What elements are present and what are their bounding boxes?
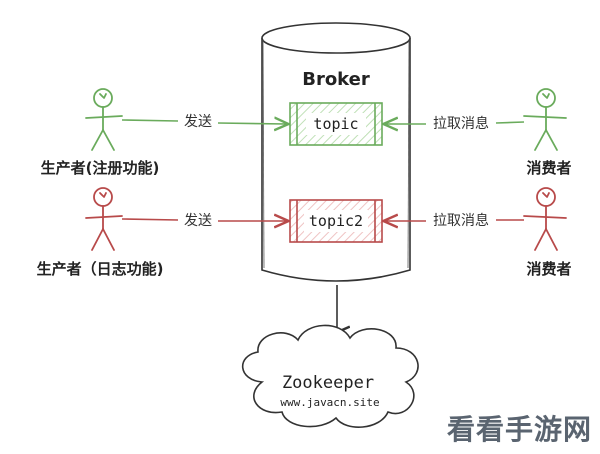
- send-arrow-2: [121, 219, 287, 221]
- pull-label-2: 拉取消息: [433, 212, 489, 229]
- zookeeper-title: Zookeeper: [282, 373, 374, 393]
- pull-label-1: 拉取消息: [433, 115, 489, 132]
- producer-figure-2: [85, 187, 123, 251]
- send-label-2: 发送: [184, 213, 212, 229]
- consumer-figure-1: [523, 88, 567, 151]
- send-arrow-1: [121, 120, 287, 124]
- send-label-1: 发送: [184, 114, 212, 130]
- zookeeper-url: www.javacn.site: [280, 396, 379, 409]
- consumer-label-2: 消费者: [526, 260, 571, 278]
- consumer-label-1: 消费者: [526, 159, 571, 177]
- pull-arrow-2: [385, 220, 524, 221]
- topic-queue-2: [289, 199, 383, 243]
- topic-label-2: topic2: [309, 212, 363, 230]
- zookeeper-cloud: [241, 324, 419, 428]
- consumer-figure-2: [523, 187, 567, 251]
- topic-label-1: topic: [313, 115, 358, 133]
- pull-arrow-1: [385, 122, 525, 124]
- producer-figure-1: [85, 88, 123, 151]
- producer-label-2: 生产者（日志功能): [37, 260, 164, 278]
- broker-title: Broker: [302, 69, 370, 90]
- watermark: 看看手游网: [446, 413, 592, 446]
- producer-label-1: 生产者(注册功能): [41, 159, 160, 177]
